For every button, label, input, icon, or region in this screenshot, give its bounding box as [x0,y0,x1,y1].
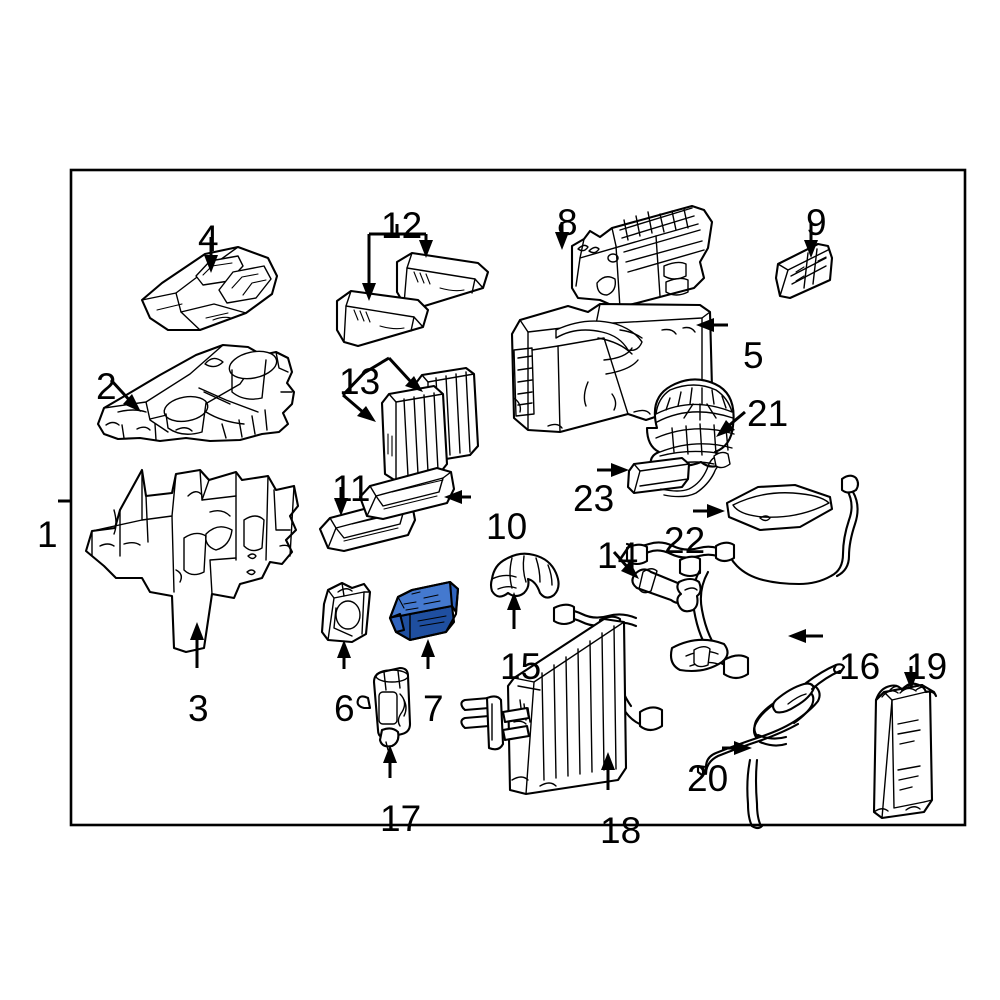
callout-2: 2 [96,366,117,407]
part-8-resistor-cover [570,204,714,310]
part-23-control-module [626,451,731,498]
diagram-frame [69,168,967,827]
leader-5 [696,318,728,332]
leader-23 [597,463,629,477]
leader-6 [337,640,351,669]
part-15-duct-elbow [489,552,560,599]
part-10-seal-upper [358,466,456,521]
callout-11: 11 [332,468,371,509]
callout-5: 5 [743,335,764,376]
leader-3 [190,622,204,668]
callout-23: 23 [573,478,615,519]
leader-22 [693,504,725,518]
leader-13 [341,356,423,422]
callout-16: 16 [839,646,881,687]
leader-8 [555,222,569,250]
leader-12 [362,224,433,301]
callout-22: 22 [664,520,706,561]
part-7-mode-door-actuator [388,580,460,642]
callout-4: 4 [198,218,219,259]
callout-10: 10 [486,506,528,547]
leader-14 [612,551,639,579]
leader-20 [722,741,752,755]
callout-13: 13 [339,361,381,402]
leader-10 [444,490,471,504]
leader-9 [804,222,818,258]
part-18-evaporator-core [460,617,628,796]
callout-20: 20 [687,758,729,799]
part-17-expansion-valve [356,666,412,751]
leader-11 [334,487,348,516]
leader-16 [788,629,823,643]
leader-7 [421,639,435,669]
callout-14: 14 [597,535,639,576]
part-22-case-gasket [725,483,834,532]
callout-19: 19 [906,646,948,687]
part-3-lower-case-half [84,468,300,654]
part-14-temperature-sensor [631,568,702,613]
leader-4 [204,237,218,273]
part-13-cabin-air-filter-pair [380,366,480,483]
leader-15 [507,592,521,629]
callout-21: 21 [747,393,789,434]
callout-18: 18 [600,810,642,851]
leader-17 [383,745,397,778]
callout-3: 3 [188,688,209,729]
callout-15: 15 [500,646,542,687]
part-19-heater-core [872,682,938,820]
callout-7: 7 [423,688,444,729]
part-20-heater-hose-tube [696,663,846,830]
callout-9: 9 [806,202,827,243]
part-6-actuator-bracket [320,581,372,644]
callout-17: 17 [380,798,422,839]
callout-6: 6 [334,688,355,729]
part-9-blower-resistor [774,242,834,300]
callout-8: 8 [557,202,578,243]
leader-18 [601,752,615,790]
callout-1: 1 [37,514,58,555]
leader-2 [109,378,141,412]
part-4-case-cover [140,245,279,332]
part-2-upper-case-half [96,343,296,443]
leader-19 [904,666,918,690]
part-12-foam-seal-pair [335,251,490,348]
callout-12: 12 [381,205,423,246]
leader-21 [716,410,746,437]
